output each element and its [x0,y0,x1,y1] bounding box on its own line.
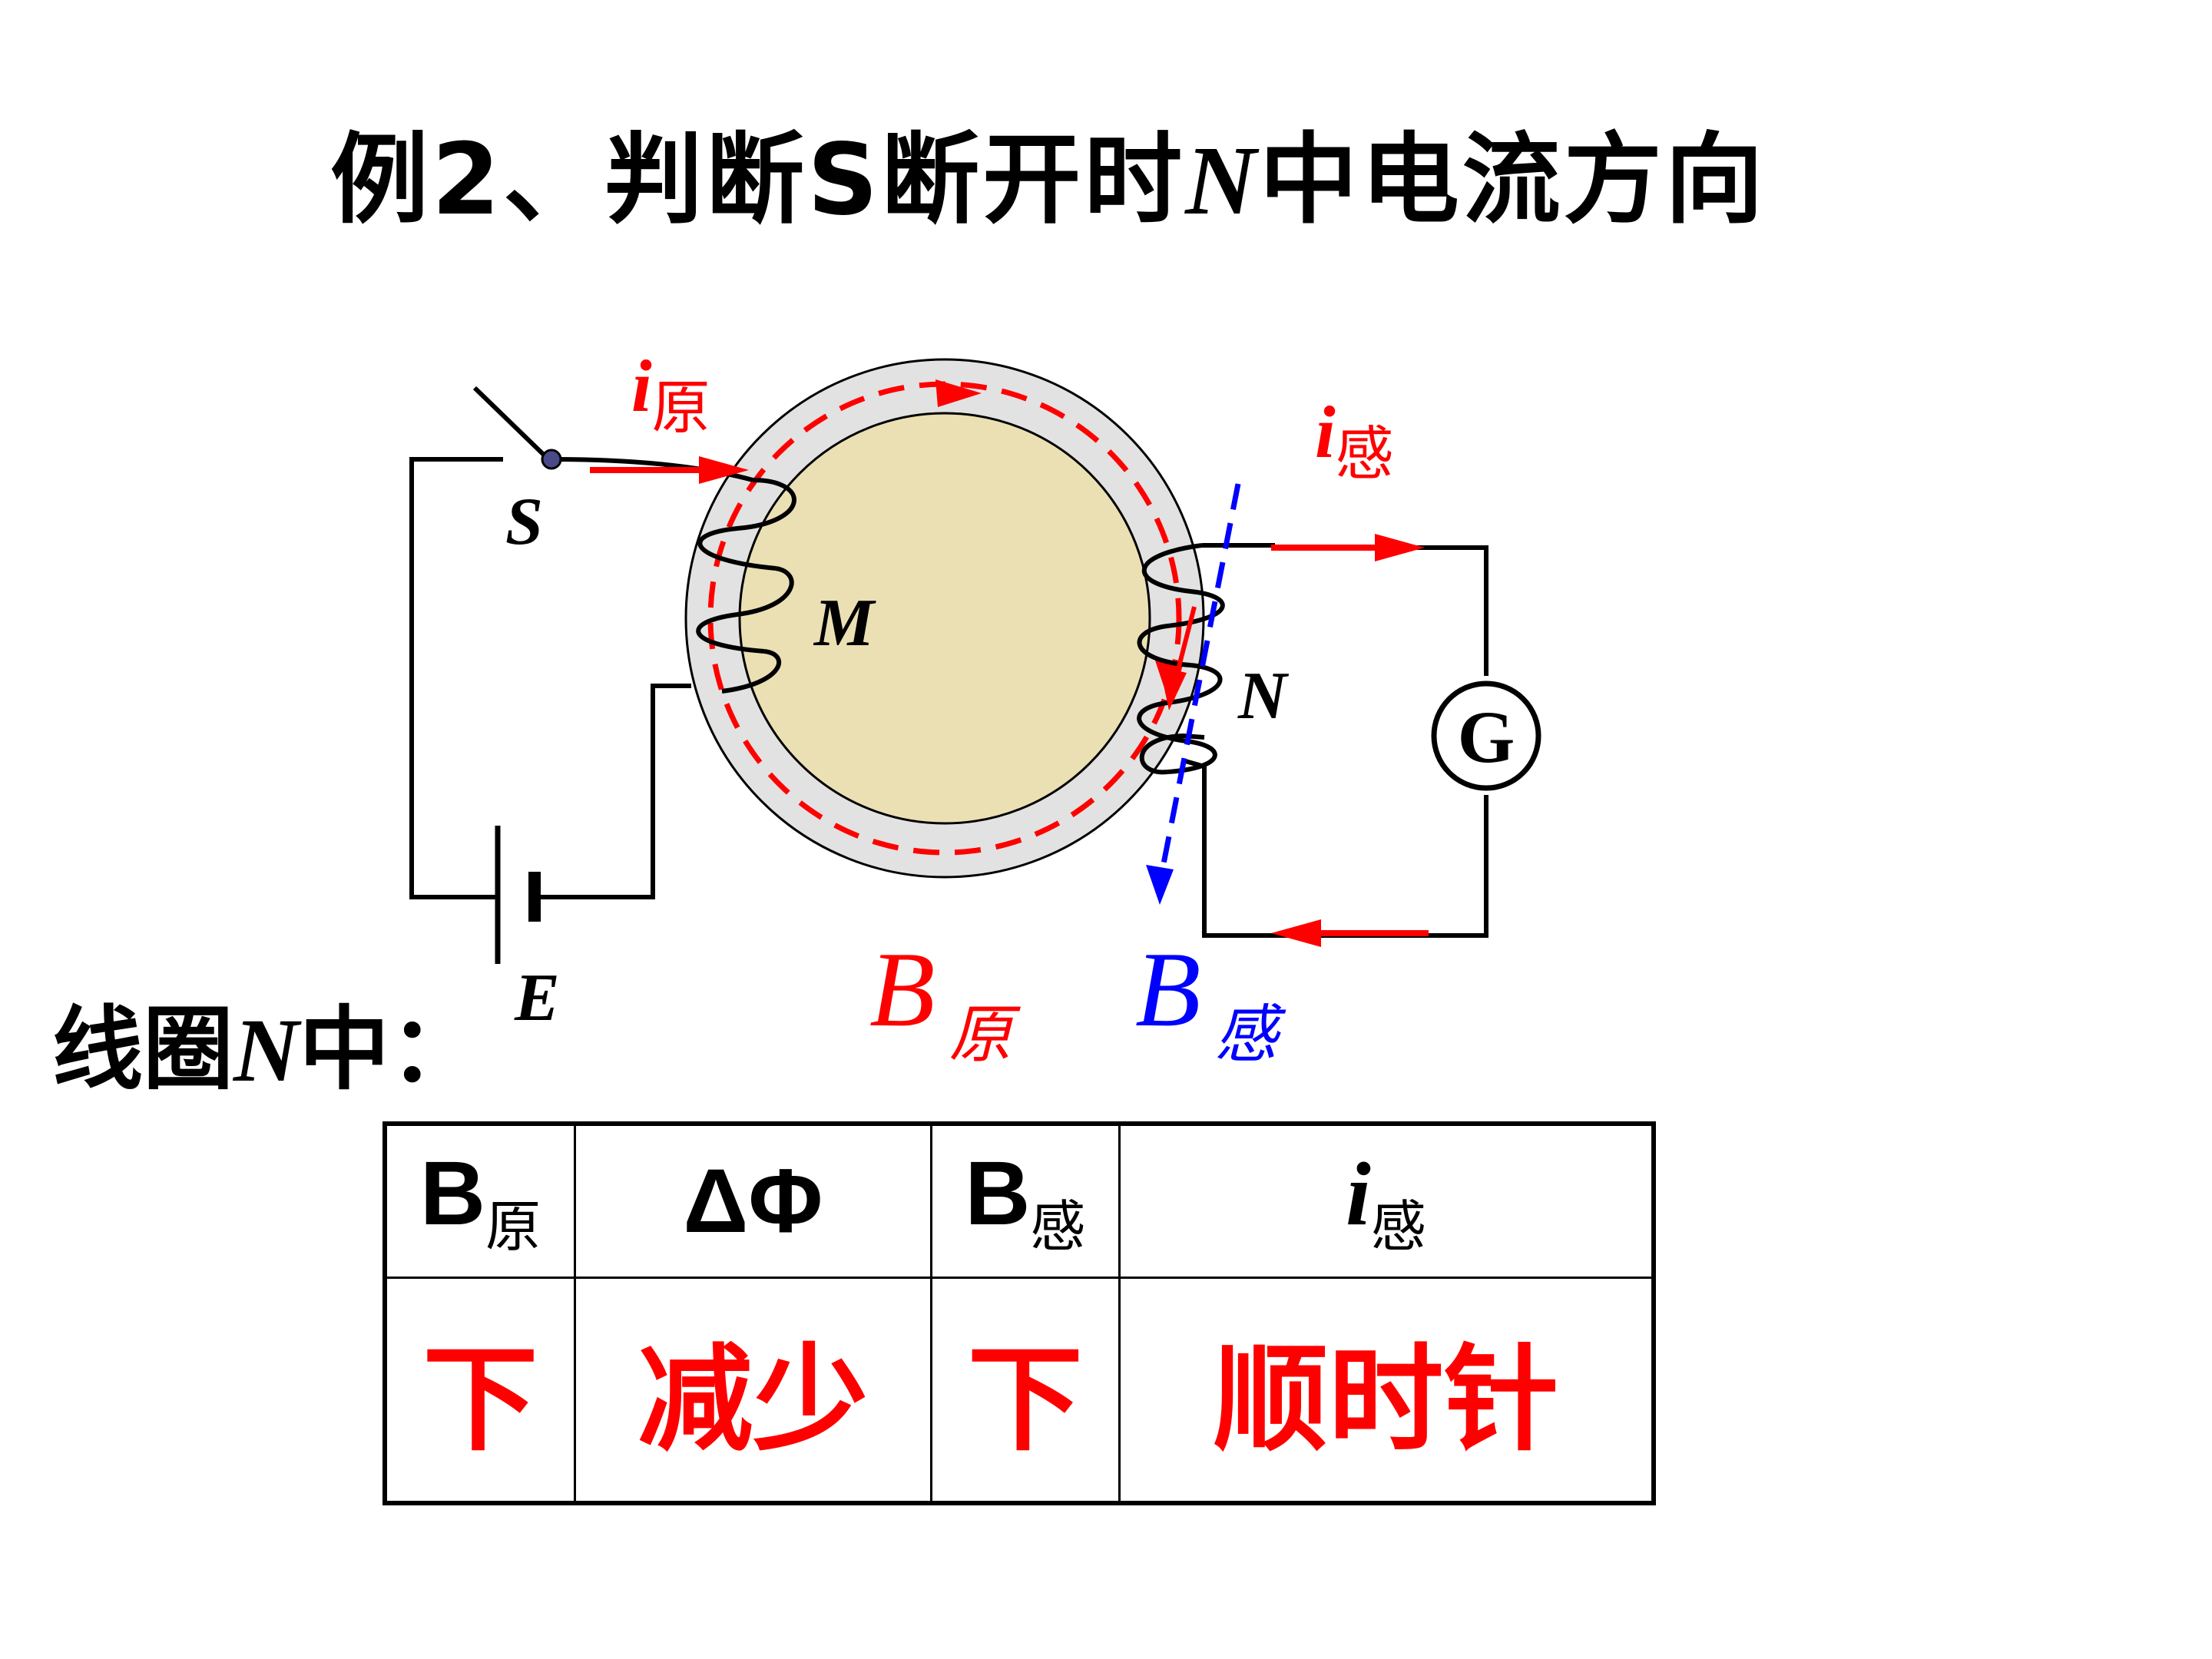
i-original-arrow-head [699,456,749,484]
battery-label: E [514,961,560,1035]
switch-label: S [505,485,543,559]
header-b-induced: B感 [929,1122,1121,1279]
switch-pivot [541,449,562,470]
primary-wire-left [409,457,503,899]
switch-blade [472,386,549,460]
table-row: 下 减少 下 顺时针 [383,1277,1655,1505]
galvanometer-label: G [1458,696,1515,778]
i-original-label: i原 [631,345,710,442]
cell-flux-change: 减少 [574,1277,932,1505]
cell-b-induced-direction: 下 [929,1277,1121,1505]
i-induced-top-arrow-head [1375,534,1425,561]
cell-b-original-direction: 下 [383,1277,576,1505]
cell-i-induced-direction: 顺时针 [1118,1277,1655,1505]
galvanometer [1431,680,1541,791]
coil-m-label: M [813,586,876,661]
i-induced-coil-arrow-head [1160,667,1187,710]
coil-n-label: N [1237,659,1290,733]
b-original-arrow-top [935,379,982,407]
header-i-induced: i感 [1118,1122,1655,1279]
primary-wire-bottom [535,684,691,899]
iron-core [738,412,1151,825]
b-induced-field-line [1157,483,1241,884]
i-induced-bottom-arrow-head [1271,919,1321,947]
coil-m [696,478,796,694]
i-induced-label: i感 [1315,391,1394,488]
page-title: 例2、判断S断开时N中电流方向 [330,123,1767,237]
primary-wire-top [551,457,753,482]
b-induced-arrow [1146,865,1174,905]
table-header-row: B原 ΔΦ B感 i感 [383,1122,1655,1279]
coil-n [1137,543,1275,775]
analysis-table: B原 ΔΦ B感 i感 下 减少 下 顺时针 [382,1121,1656,1505]
header-b-original: B原 [383,1122,576,1279]
coil-n-caption: 线圈N中： [52,996,481,1102]
header-delta-flux: ΔΦ [574,1122,932,1279]
